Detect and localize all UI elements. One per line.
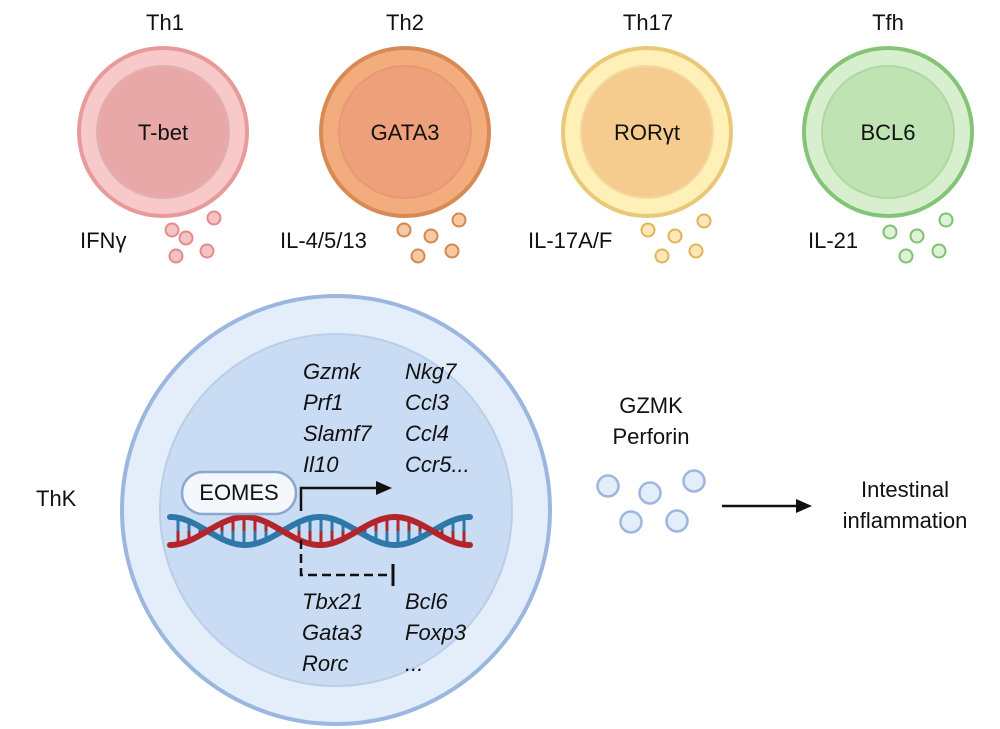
vesicle xyxy=(178,230,194,246)
gene-label: Bcl6 xyxy=(405,589,449,614)
transcription-factor-label: BCL6 xyxy=(860,120,915,145)
repressed-genes: Tbx21 Gata3 Rorc Bcl6 Foxp3 ... xyxy=(302,589,467,676)
cell-th2: Th2 GATA3 IL-4/5/13 xyxy=(280,10,491,264)
outcome-label-line1: Intestinal xyxy=(861,477,949,502)
secreted-vesicles xyxy=(596,469,706,534)
vesicle xyxy=(444,243,460,259)
vesicle xyxy=(164,222,180,238)
gene-label: Gzmk xyxy=(303,359,361,384)
gene-label: Ccr5... xyxy=(405,452,470,477)
outcome-arrow xyxy=(722,499,812,513)
cell-nucleus xyxy=(96,65,230,199)
cell-nucleus xyxy=(159,333,513,687)
vesicle xyxy=(423,228,439,244)
cell-label: Th2 xyxy=(386,10,424,35)
vesicle xyxy=(882,224,898,240)
vesicle xyxy=(206,210,222,226)
cytokine-vesicles xyxy=(164,210,222,264)
cell-label: ThK xyxy=(36,486,77,511)
cell-label: Tfh xyxy=(872,10,904,35)
cell-tfh: Tfh BCL6 IL-21 xyxy=(802,10,974,264)
activation-arrow xyxy=(299,481,392,511)
vesicle xyxy=(638,481,662,505)
cell-label: Th1 xyxy=(146,10,184,35)
cytokine-label: IL-21 xyxy=(808,228,858,253)
vesicle xyxy=(396,222,412,238)
cytokine-vesicles xyxy=(882,212,954,264)
gene-label: Gata3 xyxy=(302,620,363,645)
outcome-label-line2: inflammation xyxy=(843,508,968,533)
gene-label: Prf1 xyxy=(303,390,343,415)
vesicle xyxy=(696,213,712,229)
vesicle xyxy=(451,212,467,228)
vesicle xyxy=(596,474,620,498)
vesicle xyxy=(898,248,914,264)
dna-helix-icon xyxy=(167,514,473,548)
vesicle xyxy=(640,222,656,238)
gene-label: Foxp3 xyxy=(405,620,467,645)
secreted-label-perforin: Perforin xyxy=(612,424,689,449)
vesicle xyxy=(938,212,954,228)
gene-label: Ccl3 xyxy=(405,390,450,415)
cytokine-vesicles xyxy=(396,212,467,264)
gene-label: Ccl4 xyxy=(405,421,449,446)
cell-nucleus xyxy=(338,65,472,199)
cytokine-vesicles xyxy=(640,213,712,264)
cell-th17: Th17 RORγt IL-17A/F xyxy=(528,10,733,264)
gene-label: Nkg7 xyxy=(405,359,457,384)
gene-label: Slamf7 xyxy=(303,421,372,446)
vesicle xyxy=(665,509,689,533)
cytokine-label: IFNγ xyxy=(80,228,126,253)
vesicle xyxy=(410,248,426,264)
gene-label: Rorc xyxy=(302,651,348,676)
cell-nucleus xyxy=(821,65,955,199)
vesicle xyxy=(168,248,184,264)
gene-label: Il10 xyxy=(303,452,339,477)
gene-label: ... xyxy=(405,651,423,676)
eomes-badge: EOMES xyxy=(180,470,298,516)
vesicle xyxy=(654,248,670,264)
repression-arrow xyxy=(299,540,395,586)
vesicle xyxy=(682,469,706,493)
cell-thk: ThK Gzmk Prf1 Slamf7 Il10 Nkg7 Ccl3 Ccl4… xyxy=(36,294,552,726)
transcription-factor-label: RORγt xyxy=(614,120,680,145)
cell-label: Th17 xyxy=(623,10,673,35)
transcription-factor-label: GATA3 xyxy=(371,120,440,145)
vesicle xyxy=(199,243,215,259)
vesicle xyxy=(619,510,643,534)
cell-th1: Th1 T-bet IFNγ xyxy=(77,10,249,264)
vesicle xyxy=(909,228,925,244)
activated-genes: Gzmk Prf1 Slamf7 Il10 Nkg7 Ccl3 Ccl4 Ccr… xyxy=(303,359,470,477)
secreted-factors: GZMK Perforin xyxy=(596,393,706,534)
cytokine-label: IL-17A/F xyxy=(528,228,612,253)
secreted-label-gzmk: GZMK xyxy=(619,393,683,418)
cell-nucleus xyxy=(580,65,714,199)
eomes-label: EOMES xyxy=(199,480,278,505)
gene-label: Tbx21 xyxy=(302,589,363,614)
vesicle xyxy=(688,243,704,259)
vesicle xyxy=(931,243,947,259)
cytokine-label: IL-4/5/13 xyxy=(280,228,367,253)
transcription-factor-label: T-bet xyxy=(138,120,188,145)
vesicle xyxy=(667,228,683,244)
